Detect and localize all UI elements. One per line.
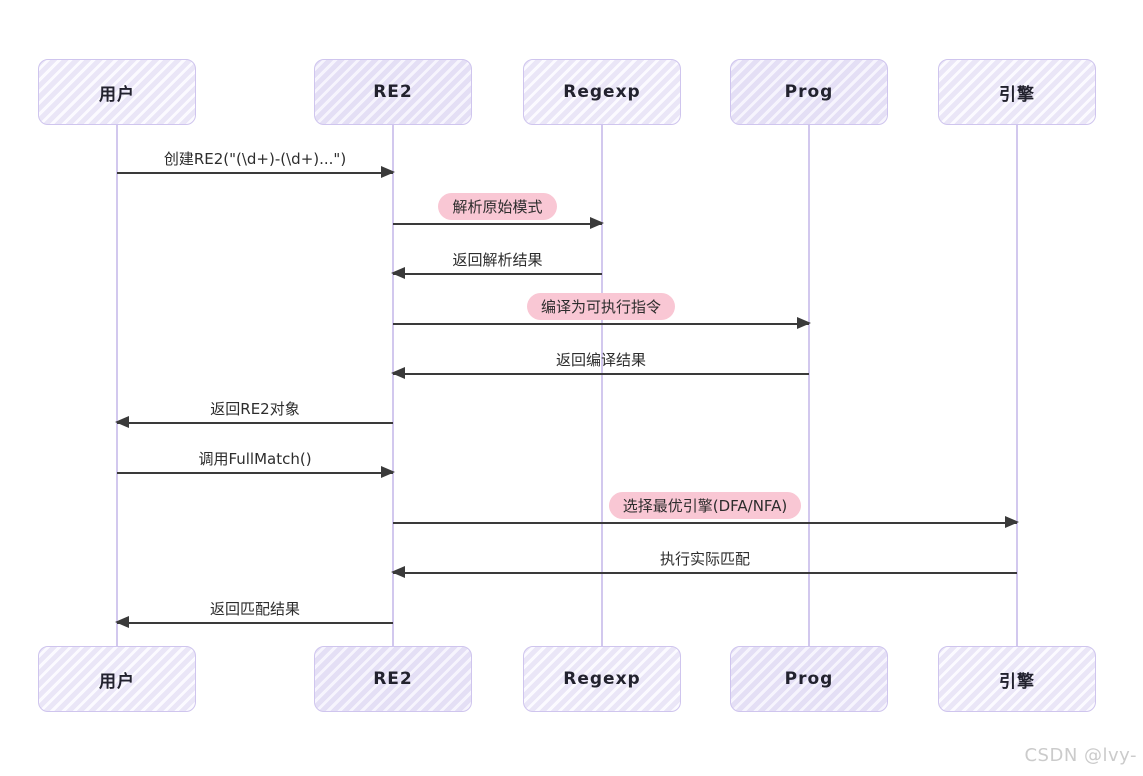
message-create-re2: 创建RE2("(\d+)-(\d+)...") bbox=[117, 150, 395, 178]
lifeline-prog bbox=[808, 125, 810, 646]
message-label: 返回解析结果 bbox=[452, 251, 543, 269]
message-parse-result: 返回解析结果 bbox=[391, 251, 602, 279]
actor-prog-label: Prog bbox=[784, 82, 834, 102]
message-label: 返回匹配结果 bbox=[209, 600, 300, 618]
highlight-pill: 编译为可执行指令 bbox=[526, 293, 675, 320]
message-label: 执行实际匹配 bbox=[659, 550, 750, 568]
message-return-match-result: 返回匹配结果 bbox=[115, 600, 393, 628]
actor-prog-top: Prog bbox=[730, 59, 888, 125]
actor-regexp-bottom: Regexp bbox=[523, 646, 681, 712]
message-label: 返回RE2对象 bbox=[210, 400, 300, 418]
csdn-watermark: CSDN @lvy- bbox=[1024, 745, 1137, 766]
actor-regexp-label: Regexp bbox=[563, 82, 641, 102]
message-parse-pattern: 解析原始模式 bbox=[393, 193, 604, 229]
lifeline-regexp bbox=[601, 125, 603, 646]
message-label: 创建RE2("(\d+)-(\d+)...") bbox=[163, 150, 347, 168]
actor-re2-label: RE2 bbox=[373, 82, 413, 102]
actor-re2-label: RE2 bbox=[373, 669, 413, 689]
message-select-engine: 选择最优引擎(DFA/NFA) bbox=[393, 492, 1019, 528]
actor-user-label: 用户 bbox=[99, 84, 135, 105]
actor-engine-top: 引擎 bbox=[938, 59, 1096, 125]
lifeline-user bbox=[116, 125, 118, 646]
message-call-fullmatch: 调用FullMatch() bbox=[117, 450, 395, 478]
actor-regexp-top: Regexp bbox=[523, 59, 681, 125]
message-label: 解析原始模式 bbox=[393, 193, 602, 220]
highlight-pill: 选择最优引擎(DFA/NFA) bbox=[608, 492, 802, 519]
lifeline-re2 bbox=[392, 125, 394, 646]
message-label: 编译为可执行指令 bbox=[393, 293, 809, 320]
actor-engine-label: 引擎 bbox=[999, 671, 1035, 692]
actor-re2-top: RE2 bbox=[314, 59, 472, 125]
message-label: 选择最优引擎(DFA/NFA) bbox=[393, 492, 1017, 519]
actor-user-bottom: 用户 bbox=[38, 646, 196, 712]
message-label: 返回编译结果 bbox=[555, 351, 646, 369]
message-label: 调用FullMatch() bbox=[198, 450, 312, 468]
lifeline-engine bbox=[1016, 125, 1018, 646]
actor-user-top: 用户 bbox=[38, 59, 196, 125]
actor-engine-label: 引擎 bbox=[999, 84, 1035, 105]
actor-prog-label: Prog bbox=[784, 669, 834, 689]
actor-regexp-label: Regexp bbox=[563, 669, 641, 689]
actor-user-label: 用户 bbox=[99, 671, 135, 692]
highlight-pill: 解析原始模式 bbox=[438, 193, 557, 220]
actor-engine-bottom: 引擎 bbox=[938, 646, 1096, 712]
message-return-re2-object: 返回RE2对象 bbox=[115, 400, 393, 428]
actor-prog-bottom: Prog bbox=[730, 646, 888, 712]
message-compile-result: 返回编译结果 bbox=[391, 351, 809, 379]
actor-re2-bottom: RE2 bbox=[314, 646, 472, 712]
message-compile: 编译为可执行指令 bbox=[393, 293, 811, 329]
message-execute-match: 执行实际匹配 bbox=[391, 550, 1017, 578]
